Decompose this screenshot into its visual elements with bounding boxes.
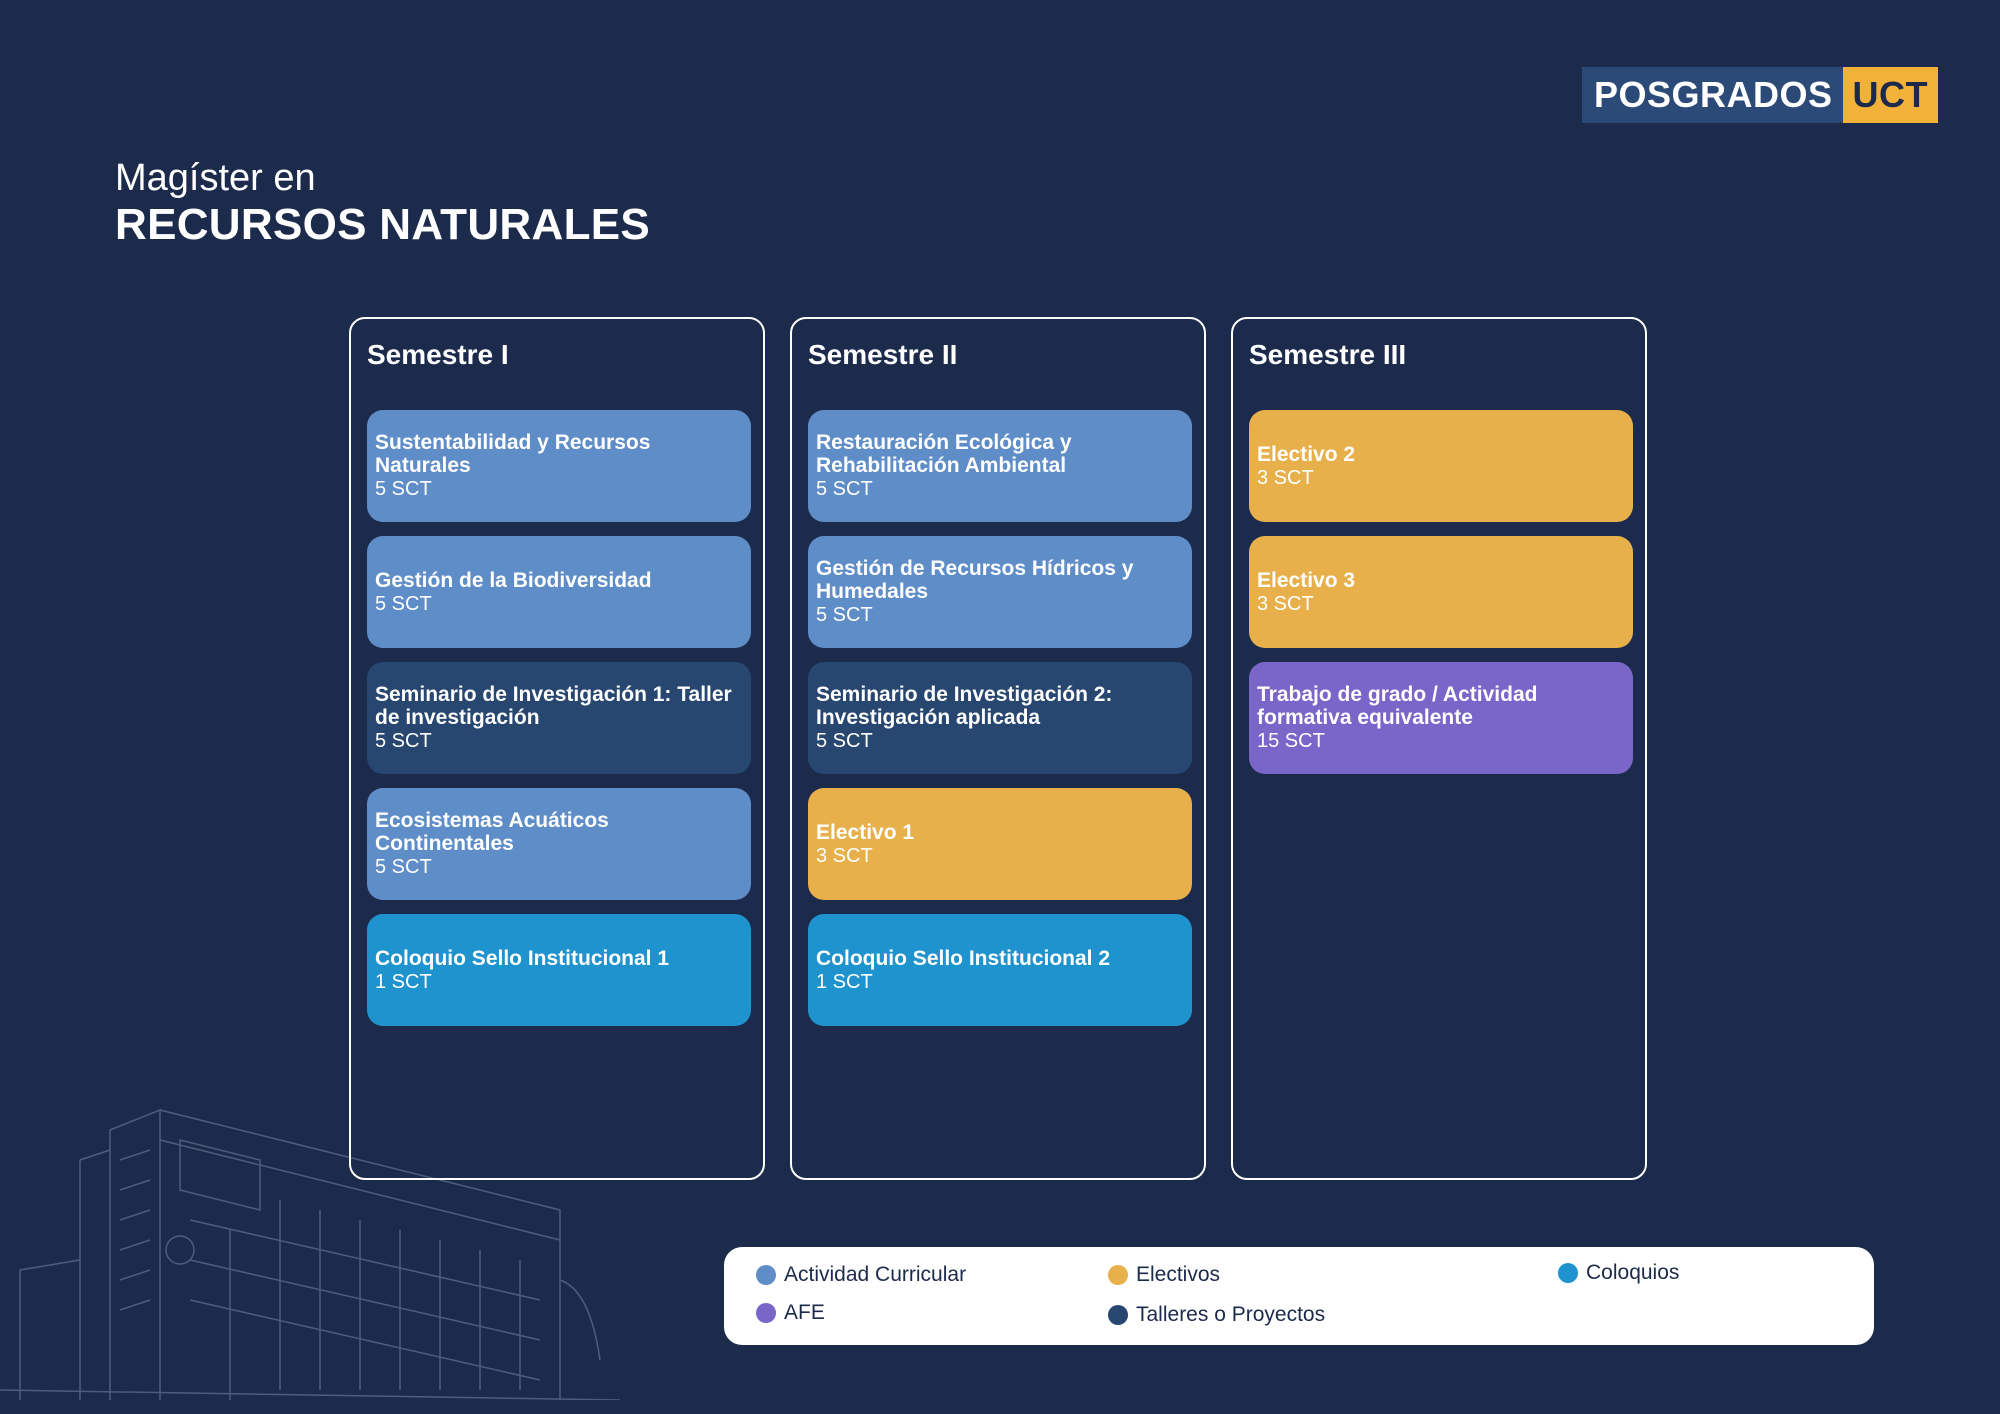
legend-dot-icon xyxy=(756,1303,776,1323)
course-name: Trabajo de grado / Actividad formativa e… xyxy=(1257,683,1538,729)
course-card: Gestión de Recursos Hídricos y Humedales… xyxy=(808,536,1192,648)
course-name: Coloquio Sello Institucional 1 xyxy=(375,946,670,970)
course-credits: 1 SCT xyxy=(375,970,432,993)
course-name: Restauración Ecológica y Rehabilitación … xyxy=(816,431,1072,477)
program-title: RECURSOS NATURALES xyxy=(115,200,651,249)
legend-dot-icon xyxy=(1108,1305,1128,1325)
semester-column-1: Semestre I Sustentabilidad y Recursos Nat… xyxy=(349,317,765,1180)
course-card: Restauración Ecológica y Rehabilitación … xyxy=(808,410,1192,522)
course-name: Electivo 3 xyxy=(1257,568,1356,592)
legend-label: Coloquios xyxy=(1586,1261,1680,1284)
legend-label: AFE xyxy=(784,1301,825,1324)
semester-column-2: Semestre II Restauración Ecológica y Reha… xyxy=(790,317,1206,1180)
course-name: Seminario de Investigación 1: Taller de … xyxy=(375,683,732,729)
semester-title: Semestre II xyxy=(808,339,958,370)
semester-title: Semestre III xyxy=(1249,339,1407,370)
course-name: Coloquio Sello Institucional 2 xyxy=(816,946,1111,970)
course-credits: 1 SCT xyxy=(816,970,873,993)
course-credits: 5 SCT xyxy=(375,730,432,752)
legend-item: Actividad Curricular xyxy=(756,1263,966,1287)
posgrados-uct-logo: POSGRADOS UCT xyxy=(1582,67,1939,123)
course-credits: 5 SCT xyxy=(816,604,873,626)
logo-text-right: UCT xyxy=(1842,67,1939,123)
course-credits: 5 SCT xyxy=(816,730,873,752)
logo-text-left: POSGRADOS xyxy=(1582,67,1843,123)
course-credits: 5 SCT xyxy=(375,856,432,878)
legend-label: Electivos xyxy=(1136,1263,1221,1286)
course-credits: 3 SCT xyxy=(1257,592,1314,615)
course-credits: 3 SCT xyxy=(1257,466,1314,489)
program-subtitle: Magíster en xyxy=(115,157,316,199)
legend-item: AFE xyxy=(756,1301,825,1325)
course-card: Seminario de Investigación 2: Investigac… xyxy=(808,662,1192,774)
course-name: Gestión de Recursos Hídricos y Humedales xyxy=(816,557,1134,603)
course-name: Ecosistemas Acuáticos Continentales xyxy=(375,809,609,855)
semester-title: Semestre I xyxy=(367,339,509,370)
course-credits: 15 SCT xyxy=(1257,730,1325,752)
course-name: Electivo 1 xyxy=(816,820,915,844)
legend-label: Talleres o Proyectos xyxy=(1136,1303,1326,1326)
legend-item: Talleres o Proyectos xyxy=(1108,1303,1325,1327)
course-card: Trabajo de grado / Actividad formativa e… xyxy=(1249,662,1633,774)
legend-dot-icon xyxy=(1108,1265,1128,1285)
course-name: Electivo 2 xyxy=(1257,442,1356,466)
legend-dot-icon xyxy=(1558,1263,1578,1283)
course-credits: 5 SCT xyxy=(375,478,432,500)
legend-item: Coloquios xyxy=(1558,1261,1679,1285)
course-name: Gestión de la Biodiversidad xyxy=(375,568,652,592)
course-name: Seminario de Investigación 2: Investigac… xyxy=(816,683,1113,729)
legend-item: Electivos xyxy=(1108,1263,1220,1287)
legend-dot-icon xyxy=(756,1265,776,1285)
legend-label: Actividad Curricular xyxy=(784,1263,967,1286)
course-card: Seminario de Investigación 1: Taller de … xyxy=(367,662,751,774)
course-name: Sustentabilidad y Recursos Naturales xyxy=(375,431,651,477)
building-illustration xyxy=(0,1108,620,1400)
course-credits: 5 SCT xyxy=(816,478,873,500)
course-credits: 3 SCT xyxy=(816,844,873,867)
course-credits: 5 SCT xyxy=(375,592,432,615)
